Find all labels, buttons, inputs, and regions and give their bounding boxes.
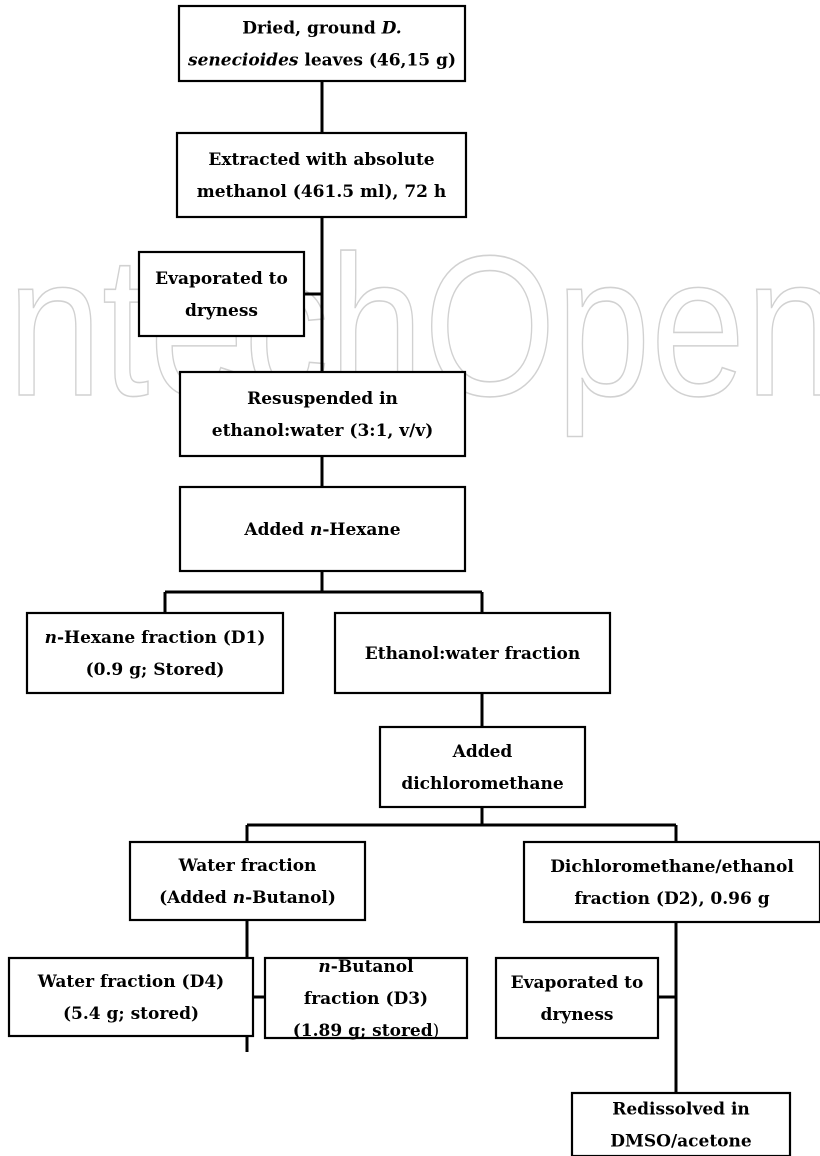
- box-text-line: Resuspended in: [247, 389, 398, 409]
- evaporated-dryness-box-2: Evaporated to dryness: [494, 956, 660, 1040]
- text-run: Resuspended in: [247, 389, 398, 409]
- box-border: [263, 956, 469, 1040]
- text-run: methanol (461.5 ml), 72 h: [197, 182, 447, 202]
- box-border: [333, 611, 612, 695]
- text-run: Redissolved in: [612, 1100, 750, 1120]
- text-run: (1.89 g; stored: [293, 1021, 433, 1041]
- box-border: [7, 956, 255, 1038]
- box-text-line: Dried, ground D.: [242, 19, 401, 39]
- box-text-line: ethanol:water (3:1, v/v): [212, 421, 434, 441]
- added-hexane-box: Added n-Hexane: [178, 485, 467, 573]
- dried-leaves-box: Dried, ground D. senecioides leaves (46,1…: [177, 4, 467, 83]
- text-run: senecioides: [187, 51, 299, 71]
- box-text-line: fraction (D3): [304, 989, 428, 1009]
- redissolved-box: Redissolved in DMSO/acetone: [570, 1091, 792, 1156]
- box-text-line: Ethanol:water fraction: [365, 644, 580, 664]
- box-border: [522, 840, 820, 924]
- text-run: Ethanol:water fraction: [365, 644, 580, 664]
- box-border: [25, 611, 285, 695]
- box-border: [178, 485, 467, 573]
- box-text-line: (1.89 g; stored): [293, 1021, 440, 1041]
- text-run: leaves (46,15 g): [298, 51, 456, 71]
- box-border: [137, 250, 306, 338]
- box-border: [378, 725, 587, 809]
- ethanol-water-fraction-box: Ethanol:water fraction: [333, 611, 612, 695]
- text-run: -Hexane: [322, 520, 400, 540]
- text-run: Evaporated to: [511, 973, 644, 993]
- text-run: dryness: [185, 301, 258, 321]
- text-run: Extracted with absolute: [208, 150, 434, 170]
- extracted-methanol-box: Extracted with absolute methanol (461.5 m…: [175, 131, 468, 219]
- box-border: [177, 4, 467, 83]
- box-text-line: DMSO/acetone: [610, 1132, 752, 1152]
- box-text-line: dryness: [540, 1005, 613, 1025]
- text-run: DMSO/acetone: [610, 1132, 752, 1152]
- box-text-line: methanol (461.5 ml), 72 h: [197, 182, 447, 202]
- text-run: dichloromethane: [401, 774, 564, 794]
- text-run: Dried, ground: [242, 19, 381, 39]
- water-fraction-butanol-box: Water fraction (Added n-Butanol): [128, 840, 367, 922]
- text-run: (5.4 g; stored): [63, 1004, 199, 1024]
- box-text-line: dichloromethane: [401, 774, 564, 794]
- text-run: -Hexane fraction (D1): [57, 628, 265, 648]
- hexane-fraction-d1-box: n-Hexane fraction (D1) (0.9 g; Stored): [25, 611, 285, 695]
- text-run: fraction (D3): [304, 989, 428, 1009]
- text-run: Water fraction: [178, 856, 317, 876]
- text-run: Added: [243, 520, 310, 540]
- water-fraction-d4-box: Water fraction (D4) (5.4 g; stored): [7, 956, 255, 1038]
- box-text-line: dryness: [185, 301, 258, 321]
- box-text-line: n-Butanol: [318, 957, 414, 977]
- text-run: n: [45, 628, 57, 648]
- box-text-line: (Added n-Butanol): [159, 888, 336, 908]
- text-run: (Added: [159, 888, 233, 908]
- box-text-line: senecioides leaves (46,15 g): [187, 51, 456, 71]
- box-text-line: (5.4 g; stored): [63, 1004, 199, 1024]
- text-run: n: [310, 520, 322, 540]
- box-text-line: Dichloromethane/ethanol: [550, 857, 794, 877]
- text-run: D.: [381, 19, 402, 39]
- box-border: [128, 840, 367, 922]
- box-text-line: Water fraction (D4): [37, 972, 224, 992]
- box-text-line: Extracted with absolute: [208, 150, 434, 170]
- evaporated-dryness-box-1: Evaporated to dryness: [137, 250, 306, 338]
- box-text-line: Water fraction: [178, 856, 317, 876]
- box-text-line: fraction (D2), 0.96 g: [574, 889, 769, 909]
- text-run: Water fraction (D4): [37, 972, 224, 992]
- box-text-line: Evaporated to: [511, 973, 644, 993]
- text-run: Evaporated to: [155, 269, 288, 289]
- text-run: Dichloromethane/ethanol: [550, 857, 794, 877]
- box-text-line: Added: [452, 742, 513, 762]
- box-text-line: n-Hexane fraction (D1): [45, 628, 266, 648]
- box-text-line: (0.9 g; Stored): [86, 660, 225, 680]
- dichloromethane-ethanol-d2-box: Dichloromethane/ethanol fraction (D2), 0.…: [522, 840, 820, 924]
- flowchart-boxes: Dried, ground D. senecioides leaves (46,1…: [7, 4, 820, 1156]
- box-border: [178, 370, 467, 458]
- added-dichloromethane-box: Added dichloromethane: [378, 725, 587, 809]
- text-run: dryness: [540, 1005, 613, 1025]
- resuspended-box: Resuspended in ethanol:water (3:1, v/v): [178, 370, 467, 458]
- text-run: -Butanol): [245, 888, 336, 908]
- box-text-line: Redissolved in: [612, 1100, 750, 1120]
- box-text-line: Evaporated to: [155, 269, 288, 289]
- text-run: -Butanol: [331, 957, 414, 977]
- text-run: n: [233, 888, 245, 908]
- text-run: ethanol:water (3:1, v/v): [212, 421, 434, 441]
- box-border: [570, 1091, 792, 1156]
- text-run: ): [433, 1021, 440, 1041]
- text-run: n: [318, 957, 330, 977]
- box-border: [494, 956, 660, 1040]
- text-run: Added: [452, 742, 513, 762]
- text-run: fraction (D2), 0.96 g: [574, 889, 769, 909]
- box-text-line: Added n-Hexane: [243, 520, 400, 540]
- text-run: (0.9 g; Stored): [86, 660, 225, 680]
- butanol-fraction-d3-box: n-Butanol fraction (D3) (1.89 g; stored): [263, 956, 469, 1041]
- box-border: [175, 131, 468, 219]
